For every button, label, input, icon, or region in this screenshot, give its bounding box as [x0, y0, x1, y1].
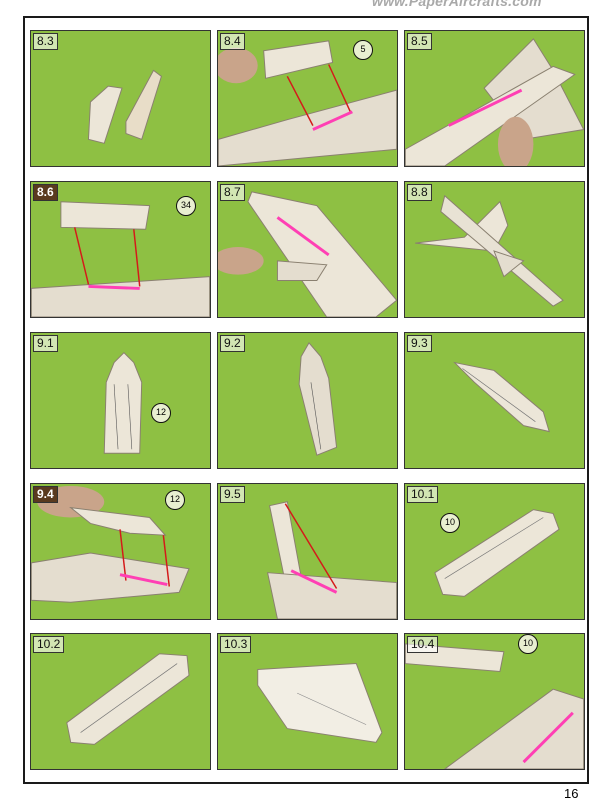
- part-number-badge: 10: [518, 634, 538, 654]
- step-label: 10.1: [407, 486, 439, 503]
- step-photo-10-4: 10.4 10: [404, 633, 585, 770]
- part-number-badge: 12: [151, 403, 171, 423]
- photo-9-5-illustration: [266, 501, 397, 619]
- step-label: 9.3: [407, 335, 432, 352]
- step-photo-9-3: 9.3: [404, 332, 585, 469]
- step-photo-8-5: 8.5: [404, 30, 585, 167]
- step-photo-9-2: 9.2: [217, 332, 398, 469]
- photo-10-3-illustration: [257, 663, 383, 743]
- photo-10-2-illustration: [66, 653, 190, 745]
- part-number-badge: 34: [176, 196, 196, 216]
- step-label: 10.4: [407, 636, 439, 653]
- step-label: 8.7: [220, 184, 245, 201]
- step-label: 9.5: [220, 486, 245, 503]
- step-photo-10-3: 10.3: [217, 633, 398, 770]
- step-label: 8.8: [407, 184, 432, 201]
- photo-9-1-illustration: [103, 352, 143, 454]
- photo-8-8-illustration: [415, 194, 564, 307]
- step-label: 8.5: [407, 33, 432, 50]
- photo-8-5-illustration: [405, 38, 584, 166]
- step-photo-8-8: 8.8: [404, 181, 585, 318]
- step-photo-10-1: 10.1 10: [404, 483, 585, 620]
- step-photo-8-7: 8.7: [217, 181, 398, 318]
- step-label: 10.3: [220, 636, 252, 653]
- step-label: 10.2: [33, 636, 65, 653]
- step-photo-8-6: 8.6 34: [30, 181, 211, 318]
- step-label: 8.4: [220, 33, 245, 50]
- photo-9-3-illustration: [453, 361, 550, 433]
- step-label: 9.1: [33, 335, 58, 352]
- photo-9-4-illustration: [31, 485, 190, 603]
- photo-9-2-illustration: [298, 342, 338, 456]
- part-number-badge: 12: [165, 490, 185, 510]
- step-photo-9-1: 9.1 12: [30, 332, 211, 469]
- step-photo-8-4: 8.4 5: [217, 30, 398, 167]
- photo-10-4-illustration: [405, 643, 584, 769]
- step-photo-8-3: 8.3: [30, 30, 211, 167]
- photo-8-7-illustration: [218, 191, 397, 317]
- part-number-badge: 10: [440, 513, 460, 533]
- page-number: 16: [564, 786, 579, 801]
- step-photo-10-2: 10.2: [30, 633, 211, 770]
- step-label: 9.4: [33, 486, 58, 503]
- photo-10-1-illustration: [434, 509, 560, 597]
- photo-8-3-illustration: [87, 69, 162, 144]
- photo-8-6-illustration: [31, 201, 210, 317]
- part-number-badge: 5: [353, 40, 373, 60]
- step-label: 8.6: [33, 184, 58, 201]
- step-label: 9.2: [220, 335, 245, 352]
- step-label: 8.3: [33, 33, 58, 50]
- photo-8-4-illustration: [218, 40, 397, 166]
- step-photo-9-4: 9.4 12: [30, 483, 211, 620]
- page-frame: 8.3 8.4 5 8.5 8.6 34: [23, 16, 589, 784]
- website-url: www.PaperAircrafts.com: [372, 0, 542, 9]
- step-photo-9-5: 9.5: [217, 483, 398, 620]
